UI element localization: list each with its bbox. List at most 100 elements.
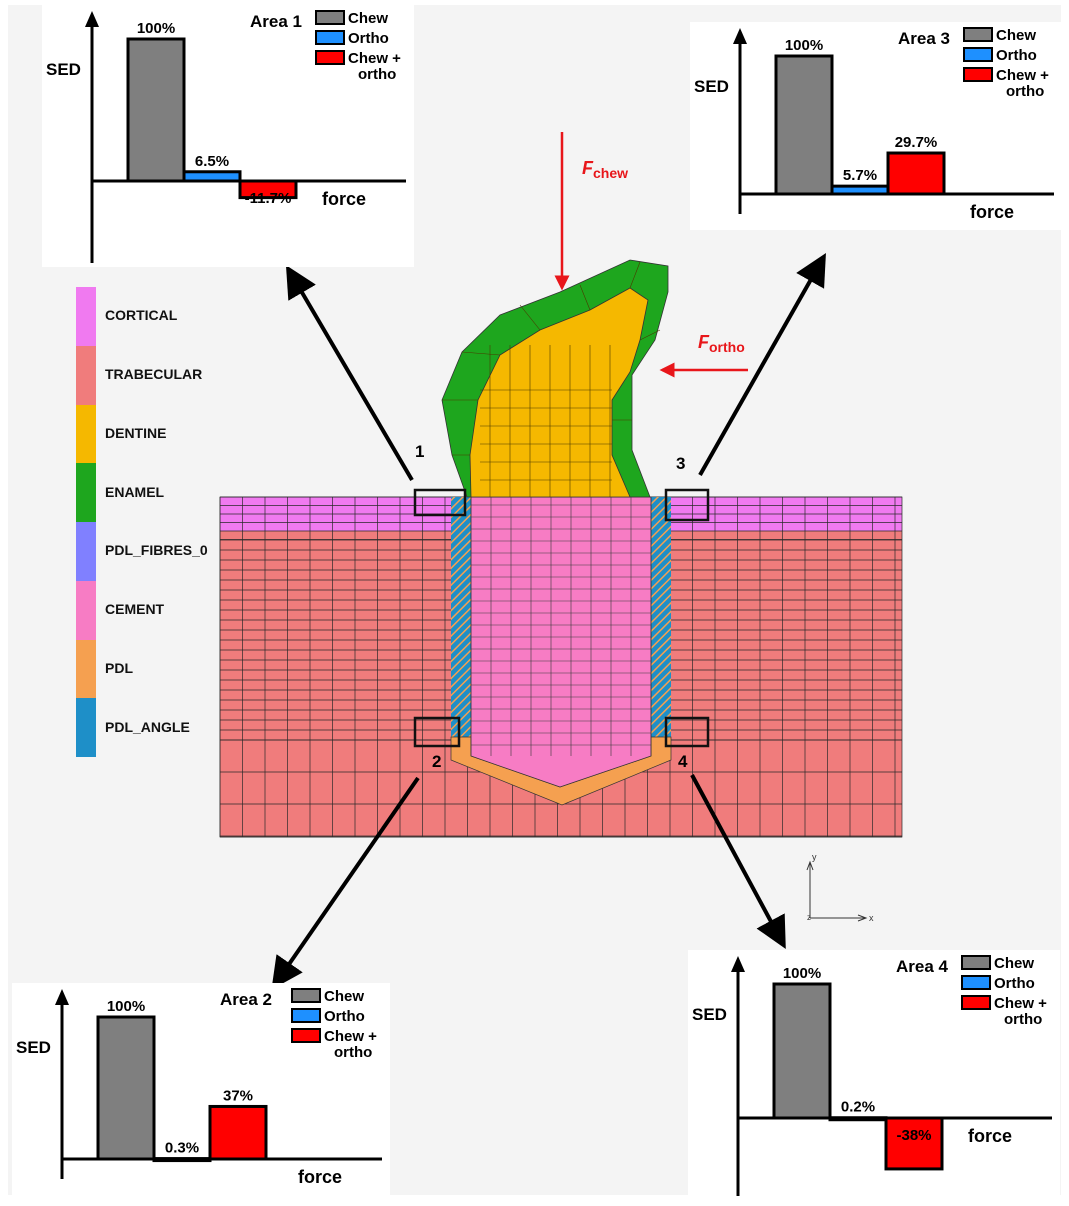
- axis-y-glyph: y: [812, 852, 817, 862]
- axis-x-glyph: x: [869, 913, 874, 923]
- legend-entry-continued: ortho: [1004, 1011, 1042, 1028]
- root-cement: [470, 496, 652, 788]
- legend-entry: Chew: [348, 10, 388, 27]
- bar-chew: [774, 54, 834, 196]
- legend-swatch-dentine: [76, 404, 96, 464]
- legend-label-cement: CEMENT: [105, 601, 165, 618]
- chart-title: Area 3: [898, 29, 950, 48]
- bar-chew: [96, 1015, 156, 1161]
- bar-value-label: 100%: [785, 37, 823, 54]
- legend-entry-continued: ortho: [1006, 83, 1044, 100]
- chart-area-3-svg: SED force 100% 5.7% 29.7% Area 3 ChewOrthoChew…: [694, 27, 1054, 222]
- bar-chew-ortho: [884, 1116, 944, 1171]
- y-axis-arrowhead: [733, 28, 747, 44]
- legend-swatch: [291, 1028, 321, 1043]
- legend-swatch-pdl-fibres-0: [76, 522, 96, 581]
- bar-value-label: 100%: [107, 998, 145, 1015]
- bar-value-label: 37%: [223, 1087, 253, 1104]
- bar-chew-ortho: [238, 179, 298, 200]
- legend-label-dentine: DENTINE: [105, 424, 167, 441]
- force-ortho-label: Fortho: [698, 332, 745, 355]
- legend-entry: Ortho: [324, 1008, 365, 1025]
- legend-entry: Chew: [994, 955, 1034, 972]
- bar-value-label: 29.7%: [895, 134, 938, 151]
- arrow-to-area-3: [698, 253, 826, 476]
- legend-entry: Chew +: [348, 50, 401, 67]
- chart-title: Area 1: [250, 12, 302, 31]
- region-number-4: 4: [678, 752, 688, 771]
- legend-swatch: [291, 988, 321, 1003]
- legend-entry: Ortho: [348, 30, 389, 47]
- bar-chew: [772, 982, 832, 1120]
- arrow-to-area-1: [285, 265, 414, 482]
- force-chew-symbol: F: [582, 158, 593, 178]
- legend-label-pdl: PDL: [105, 659, 133, 676]
- legend-label-cortical: CORTICAL: [105, 307, 178, 324]
- force-chew-label: Fchew: [582, 158, 628, 181]
- bar-value-label: 6.5%: [195, 153, 229, 170]
- force-ortho-subscript: ortho: [709, 339, 745, 355]
- arrow-to-area-4: [690, 774, 786, 950]
- legend-swatch: [315, 30, 345, 45]
- region-number-3: 3: [676, 454, 686, 473]
- bar-value-label: 5.7%: [843, 167, 877, 184]
- bar-value-label: 100%: [137, 20, 175, 37]
- chart-title: Area 2: [220, 990, 272, 1009]
- y-axis-label: SED: [46, 60, 81, 79]
- y-axis-arrowhead: [55, 989, 69, 1005]
- chart-title: Area 4: [896, 957, 949, 976]
- region-box-1: [413, 488, 467, 517]
- materials-legend: [76, 287, 96, 757]
- legend-swatch-pdl-angle: [76, 698, 96, 757]
- arrow-to-area-2: [271, 776, 420, 990]
- legend-entry-continued: ortho: [358, 66, 396, 83]
- legend-swatch-cement: [76, 580, 96, 640]
- x-axis-label: force: [970, 202, 1014, 222]
- legend-swatch: [961, 955, 991, 970]
- legend-swatch: [315, 10, 345, 25]
- legend-entry: Chew +: [996, 67, 1049, 84]
- y-axis-label: SED: [692, 1005, 727, 1024]
- legend-swatch-trabecular: [76, 345, 96, 405]
- legend-entry: Chew: [996, 27, 1036, 44]
- bar-value-label: 0.2%: [841, 1099, 875, 1116]
- bar-value-label: 0.3%: [165, 1140, 199, 1157]
- crown-dentine: [469, 287, 649, 498]
- legend-entry: Chew +: [994, 995, 1047, 1012]
- x-axis-label: force: [298, 1167, 342, 1187]
- bar-chew: [126, 37, 186, 183]
- region-box-3: [664, 488, 710, 522]
- legend-entry: Chew +: [324, 1028, 377, 1045]
- y-axis-label: SED: [16, 1038, 51, 1057]
- y-axis-label: SED: [694, 77, 729, 96]
- region-number-2: 2: [432, 752, 442, 771]
- legend-label-pdl-angle: PDL_ANGLE: [105, 718, 190, 735]
- region-box-4: [664, 716, 710, 748]
- bar-ortho: [152, 1157, 212, 1163]
- bar-value-label: -38%: [896, 1127, 931, 1144]
- legend-swatch: [315, 50, 345, 65]
- force-ortho-symbol: F: [698, 332, 709, 352]
- legend-entry: Ortho: [996, 47, 1037, 64]
- legend-swatch: [961, 975, 991, 990]
- legend-label-enamel: ENAMEL: [105, 483, 165, 500]
- region-number-1: 1: [415, 442, 425, 461]
- region-box-2: [413, 716, 461, 748]
- legend-swatch-cortical: [76, 287, 96, 346]
- bar-value-label: 100%: [783, 965, 821, 982]
- legend-swatch: [963, 47, 993, 62]
- legend-label-trabecular: TRABECULAR: [105, 366, 203, 383]
- y-axis-arrowhead: [731, 956, 745, 972]
- x-axis-label: force: [322, 189, 366, 209]
- bar-chew-ortho: [886, 151, 946, 196]
- legend-swatch: [963, 27, 993, 42]
- axis-z-glyph: z: [807, 913, 811, 922]
- y-axis-arrowhead: [85, 11, 99, 27]
- force-chew-subscript: chew: [593, 165, 629, 181]
- x-axis-label: force: [968, 1126, 1012, 1146]
